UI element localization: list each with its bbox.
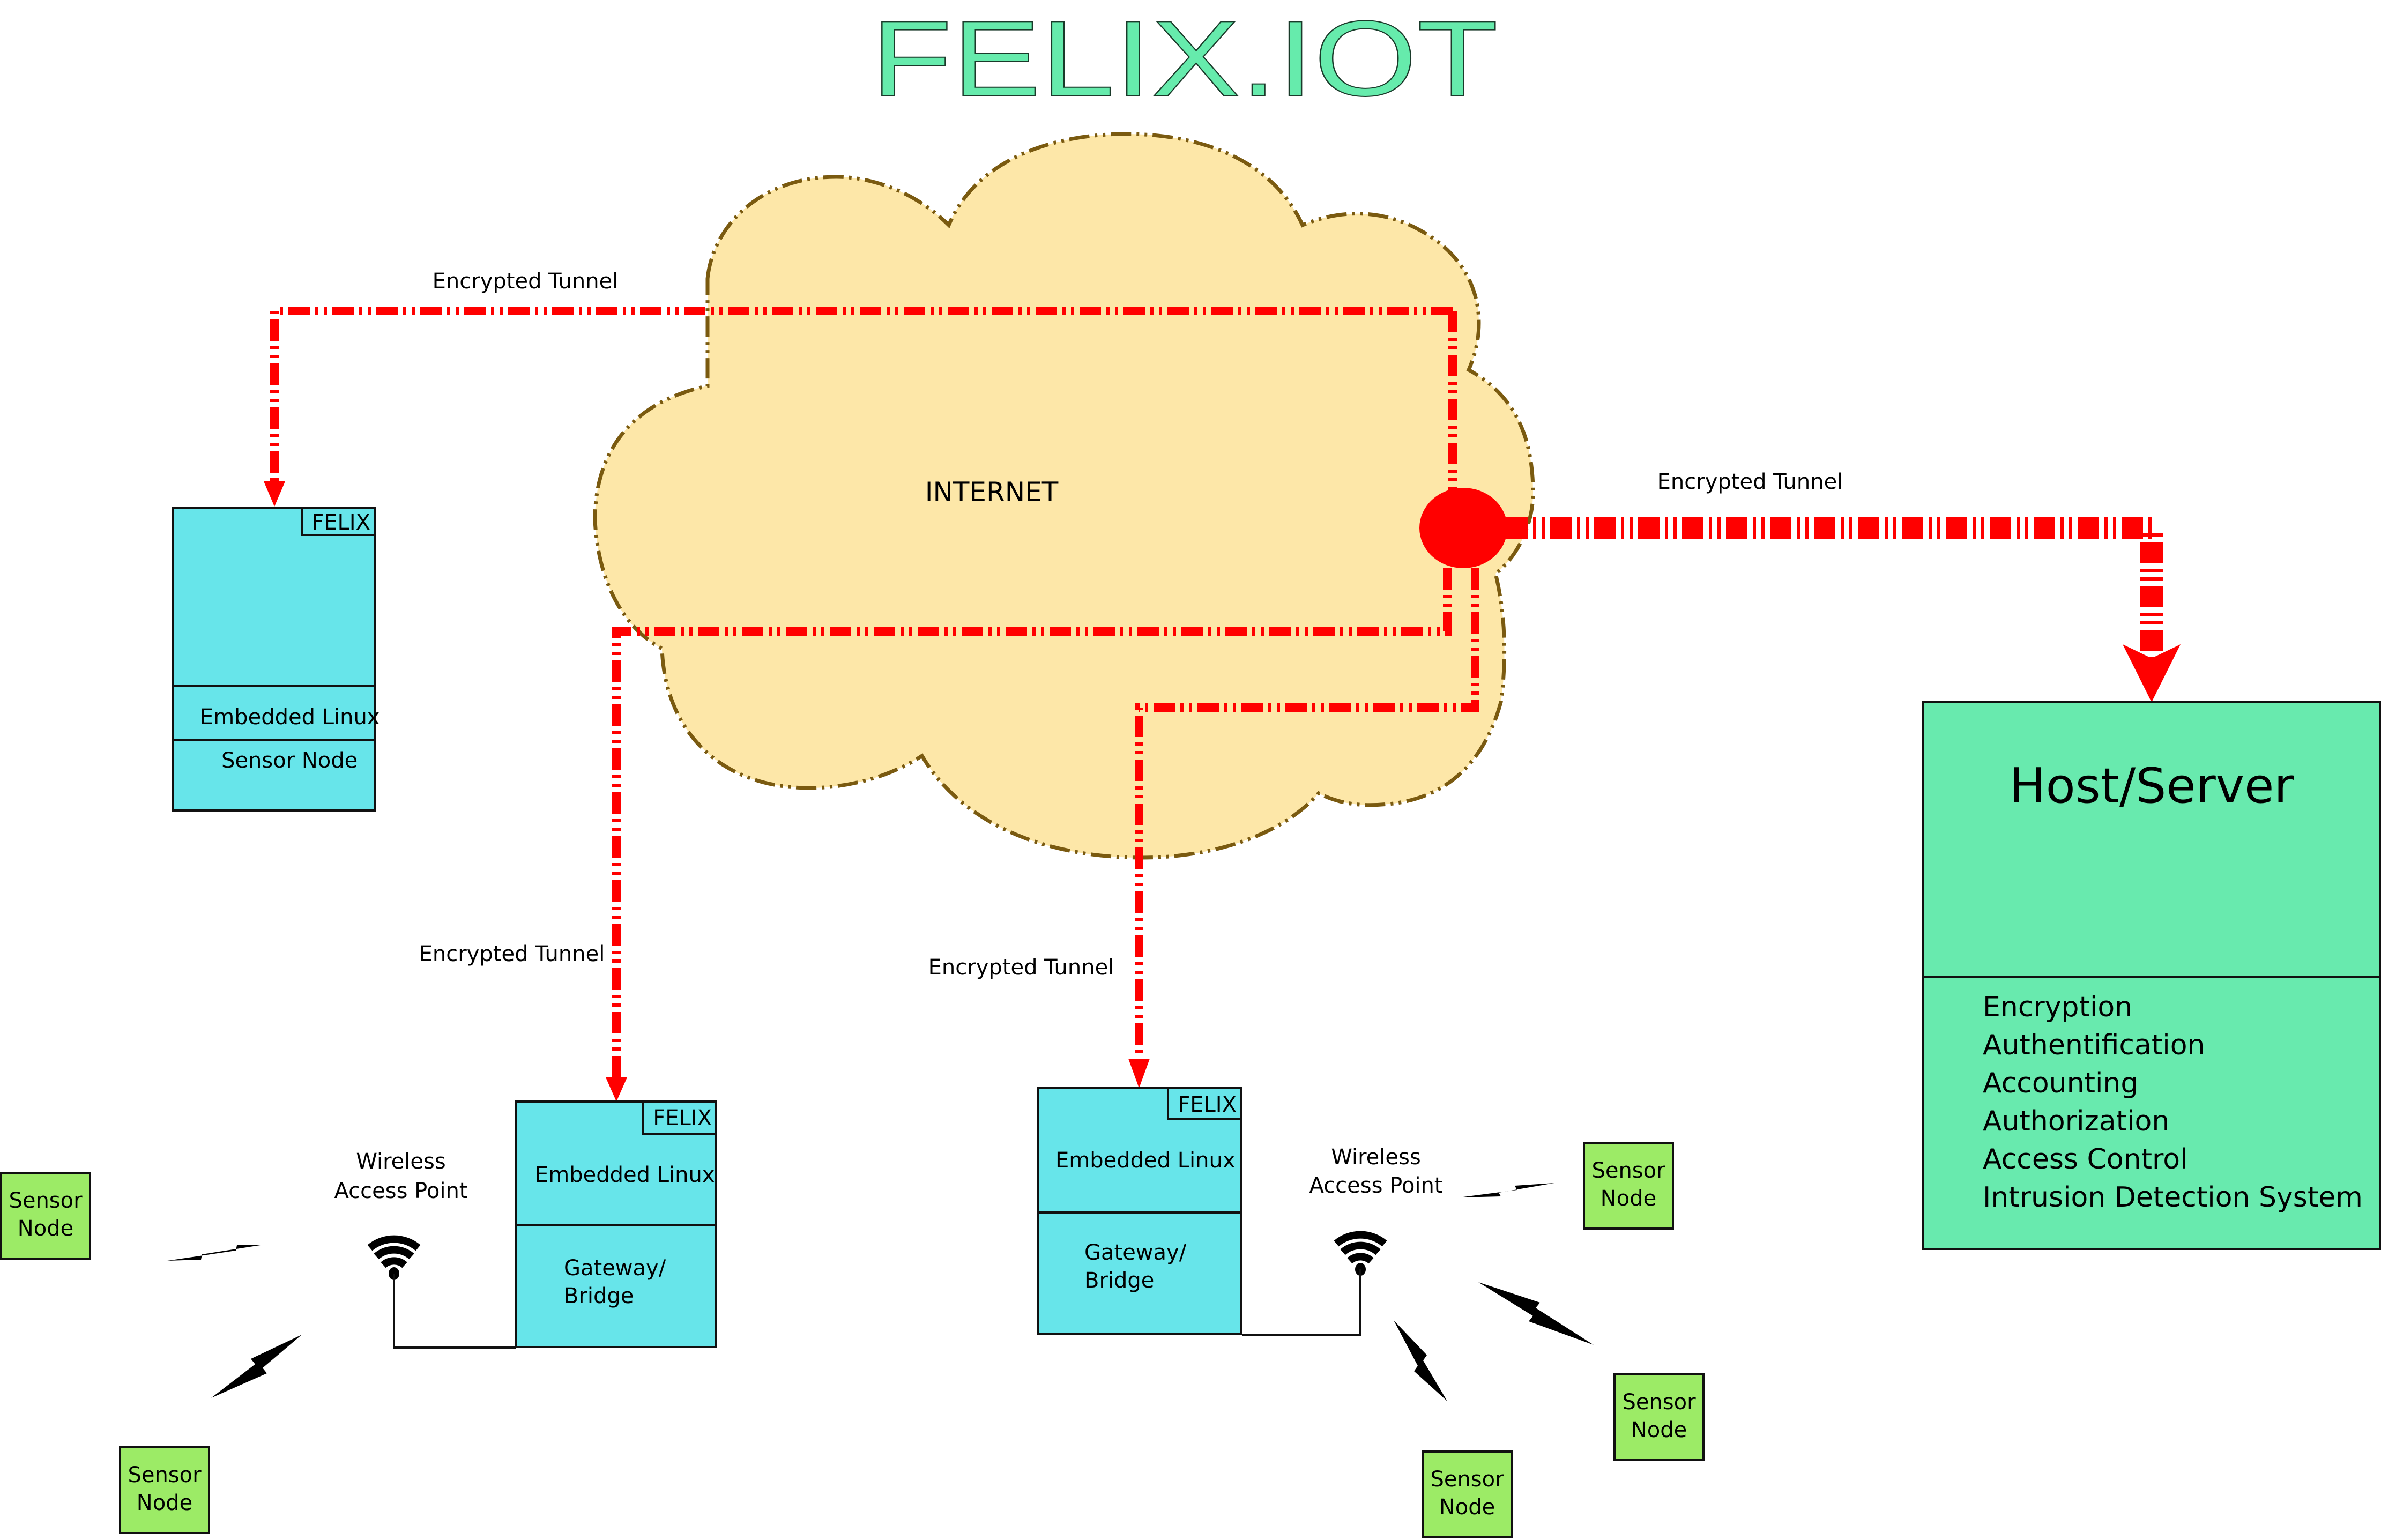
sensor-label-2: Node (1439, 1495, 1495, 1520)
sensor-node[interactable]: Sensor Node (1613, 1373, 1705, 1461)
host-feature: Authentification (1983, 1029, 2205, 1061)
tunnel-to-sensor-node (270, 307, 1453, 482)
host-feature: Intrusion Detection System (1983, 1181, 2363, 1214)
arrowhead-gateway-left (606, 1077, 627, 1102)
divider (174, 739, 374, 741)
ap-right-label-2: Access Point (1309, 1173, 1443, 1198)
wifi-icon (1334, 1231, 1387, 1264)
gateway-left[interactable]: FELIX Embedded Linux Gateway/ Bridge (515, 1100, 717, 1348)
arrowhead-host (2123, 644, 2181, 702)
tunnel-label-sensor-node: Encrypted Tunnel (433, 269, 619, 294)
ap-right-cable (1242, 1269, 1361, 1336)
tunnel-to-gateway-left (612, 568, 1452, 1077)
host-feature: Encryption (1983, 991, 2133, 1023)
radio-links (167, 1183, 1594, 1401)
os-label: Embedded Linux (200, 705, 380, 730)
os-label: Embedded Linux (535, 1163, 715, 1187)
sensor-label-2: Node (1631, 1418, 1687, 1442)
sensor-node[interactable]: Sensor Node (119, 1446, 210, 1534)
sensor-node[interactable]: Sensor Node (1422, 1450, 1513, 1538)
arrowhead-gateway-right (1128, 1059, 1150, 1088)
sensor-label-1: Sensor (128, 1463, 202, 1487)
tunnel-to-gateway-right (1135, 568, 1479, 1059)
host-title: Host/Server (2010, 758, 2294, 814)
lightning-icon (211, 1335, 302, 1398)
role-label-1: Gateway/ (564, 1256, 666, 1281)
wireless-access-point-right: Wireless Access Point (1242, 1145, 1443, 1336)
tunnel-hub (1419, 488, 1507, 568)
ap-left-cable (393, 1274, 516, 1349)
felix-tag-label: FELIX (311, 510, 370, 535)
internet-label: INTERNET (925, 477, 1059, 508)
sensor-label-1: Sensor (1430, 1467, 1504, 1492)
tunnel-label-gateway-right: Encrypted Tunnel (928, 955, 1114, 980)
wifi-icon (367, 1235, 421, 1268)
divider (1039, 1211, 1240, 1214)
divider (1924, 976, 2379, 978)
ap-left-label-1: Wireless (356, 1149, 445, 1174)
tunnel-label-gateway-left: Encrypted Tunnel (419, 942, 605, 966)
wireless-access-point-left: Wireless Access Point (334, 1149, 516, 1349)
sensor-node[interactable]: Sensor Node (1583, 1142, 1674, 1230)
lightning-icon (1394, 1320, 1447, 1401)
felix-tag: FELIX (642, 1100, 717, 1135)
lightning-icon (167, 1245, 264, 1261)
role-label-1: Gateway/ (1084, 1240, 1187, 1265)
internet-cloud: INTERNET (593, 132, 1535, 860)
role-label-2: Bridge (1084, 1268, 1155, 1293)
sensor-node[interactable]: Sensor Node (0, 1172, 91, 1260)
sensor-label-1: Sensor (9, 1188, 83, 1213)
role-label-2: Bridge (564, 1284, 634, 1308)
felix-tag: FELIX (1167, 1087, 1242, 1120)
ap-left-label-2: Access Point (334, 1179, 468, 1203)
gateway-right[interactable]: FELIX Embedded Linux Gateway/ Bridge (1037, 1087, 1242, 1335)
sensor-label-1: Sensor (1622, 1390, 1696, 1415)
role-label: Sensor Node (221, 748, 358, 773)
felix-sensor-node[interactable]: FELIX Embedded Linux Sensor Node (172, 507, 380, 812)
divider (517, 1224, 715, 1226)
sensor-label-2: Node (136, 1491, 193, 1515)
host-feature: Access Control (1983, 1143, 2188, 1176)
felix-tag: FELIX (301, 507, 376, 536)
ap-right-label-1: Wireless (1331, 1145, 1420, 1170)
host-server[interactable]: Host/Server Encryption Authentification … (1922, 701, 2381, 1250)
tunnel-to-host (1506, 517, 2163, 659)
arrowhead-sensor-node (264, 481, 285, 507)
felix-tag-label: FELIX (1178, 1092, 1237, 1117)
sensor-label-2: Node (1600, 1186, 1657, 1211)
tunnel-paths (270, 307, 2163, 1077)
host-feature: Accounting (1983, 1067, 2139, 1099)
sensor-label-2: Node (17, 1216, 74, 1241)
felix-tag-label: FELIX (653, 1106, 712, 1130)
os-label: Embedded Linux (1055, 1148, 1236, 1173)
diagram-title: FELIX.IOT (871, 0, 1498, 118)
host-feature: Authorization (1983, 1105, 2170, 1137)
tunnel-label-host: Encrypted Tunnel (1657, 470, 1843, 494)
lightning-icon (1478, 1282, 1594, 1345)
lightning-icon (1459, 1183, 1554, 1197)
divider (174, 685, 374, 687)
sensor-label-1: Sensor (1591, 1158, 1665, 1183)
host-feature-list: Encryption Authentification Accounting A… (1983, 988, 2363, 1217)
